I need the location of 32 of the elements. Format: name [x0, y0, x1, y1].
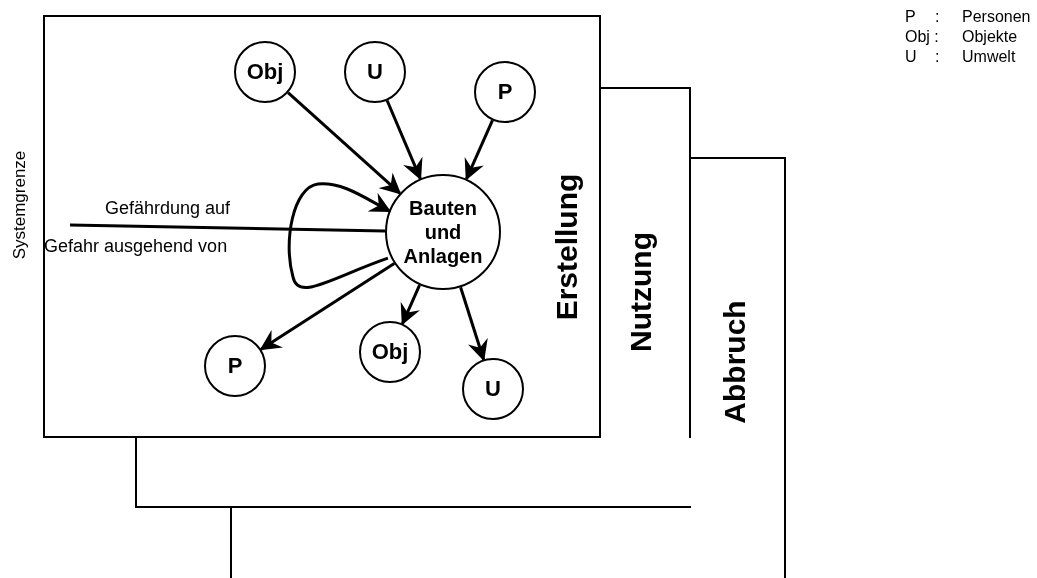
text-label: Personen [962, 8, 1031, 26]
frame-box [689, 157, 786, 508]
stage-title: Erstellung [550, 173, 584, 321]
frame-box [599, 87, 691, 438]
line [69, 223, 386, 233]
node-label: P [497, 78, 513, 106]
arrow [385, 99, 423, 181]
text-label: U [905, 48, 917, 66]
node-label: Obj [246, 58, 284, 86]
node-label: U [485, 375, 501, 403]
text-label: Obj : [905, 28, 939, 46]
text-label: Objekte [962, 28, 1018, 46]
arrow [259, 262, 396, 351]
frame-box [43, 15, 601, 438]
text-label: Umwelt [962, 48, 1016, 66]
node-label: Bauten und Anlagen [403, 196, 483, 268]
text-label: Systemgrenze [10, 150, 30, 260]
text-label: : [935, 8, 940, 26]
stage-title: Nutzung [624, 232, 658, 352]
arrow [459, 286, 488, 362]
text-label: P [905, 8, 916, 26]
arrow [400, 284, 421, 326]
node-label: P [227, 352, 243, 380]
text-label: Gefährdung auf [105, 199, 231, 219]
arrow [464, 119, 494, 181]
stage-title: Abbruch [718, 300, 752, 424]
text-label: : [935, 48, 940, 66]
node-label: U [367, 58, 383, 86]
text-label: Gefahr ausgehend von [44, 237, 228, 257]
node-label: Obj [371, 338, 409, 366]
arrow [287, 91, 402, 195]
arrow [287, 182, 392, 289]
